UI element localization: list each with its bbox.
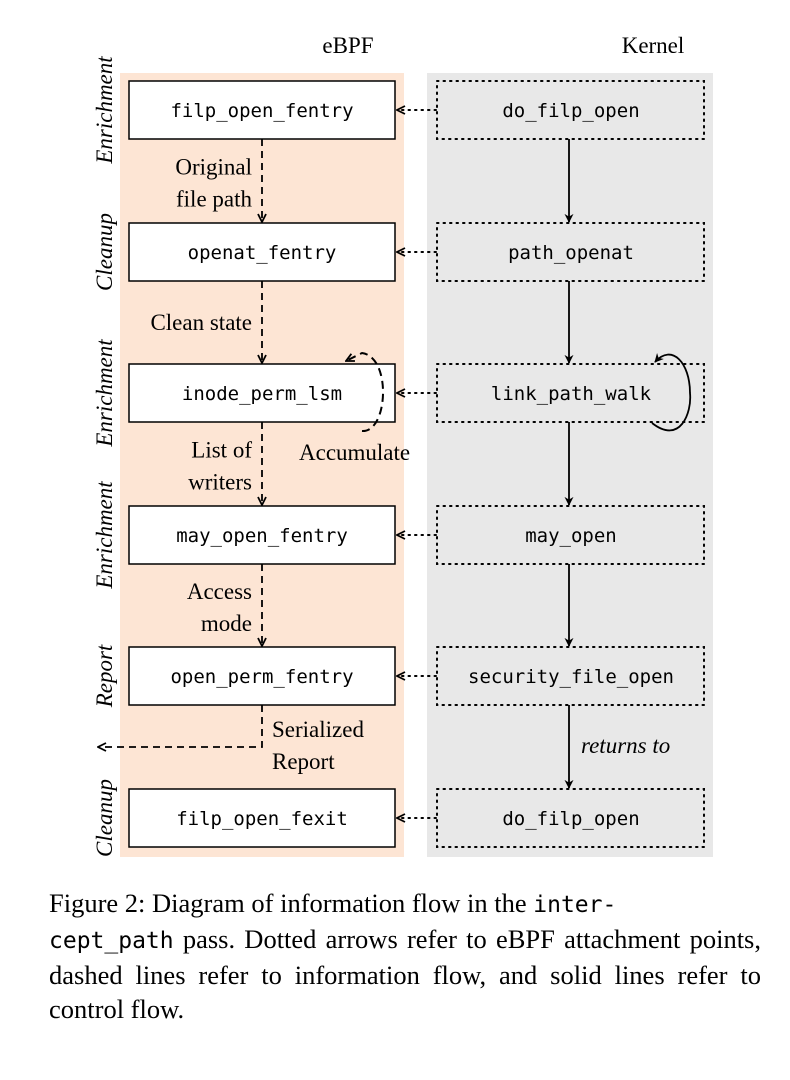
- ebpf-box-border: [128, 363, 396, 423]
- ebpf-program-name: openat_fentry: [188, 242, 337, 264]
- kernel-function-box: do_filp_open: [436, 788, 705, 848]
- phase-label: Enrichment: [92, 481, 117, 590]
- caption-suffix: pass. Dotted arrows refer to eBPF attach…: [49, 924, 761, 1024]
- ebpf-program-box: openat_fentry: [128, 222, 396, 282]
- ebpf-box-border: [128, 788, 396, 848]
- caption-code-part2: cept_path: [49, 928, 174, 954]
- phase-label: Enrichment: [92, 56, 117, 165]
- phase-label: Cleanup: [92, 213, 117, 291]
- kernel-column-background: [427, 73, 713, 857]
- ebpf-program-name: filp_open_fexit: [176, 808, 348, 830]
- kernel-function-name: may_open: [525, 525, 617, 547]
- returns-to-label: returns to: [581, 733, 670, 758]
- phase-label: Report: [92, 644, 117, 708]
- information-flow-label: Access: [187, 579, 252, 604]
- report-flow-label: Serialized: [272, 717, 364, 742]
- kernel-function-name: do_filp_open: [502, 100, 639, 122]
- ebpf-program-name: inode_perm_lsm: [182, 383, 342, 405]
- information-flow-label: mode: [201, 611, 252, 636]
- kernel-function-box: link_path_walk: [436, 363, 705, 423]
- ebpf-program-box: may_open_fentry: [128, 505, 396, 565]
- ebpf-program-name: open_perm_fentry: [170, 666, 353, 688]
- information-flow-label: writers: [188, 470, 252, 495]
- figure-caption: Figure 2: Diagram of information flow in…: [49, 886, 761, 1026]
- kernel-function-name: security_file_open: [468, 666, 674, 688]
- kernel-function-box: may_open: [436, 505, 705, 565]
- ebpf-program-box: filp_open_fentry: [128, 80, 396, 140]
- kernel-function-name: link_path_walk: [491, 383, 652, 405]
- kernel-function-name: do_filp_open: [502, 808, 639, 830]
- kernel-function-box: security_file_open: [436, 646, 705, 706]
- phase-label: Cleanup: [92, 779, 117, 857]
- accumulate-label: Accumulate: [299, 440, 410, 465]
- kernel-function-box: path_openat: [436, 222, 705, 282]
- caption-code-part1: inter-: [533, 892, 617, 918]
- information-flow-label: List of: [191, 438, 252, 463]
- loop-control-arrow: [651, 352, 692, 432]
- ebpf-program-box: inode_perm_lsm: [128, 363, 396, 423]
- ebpf-column-title: eBPF: [322, 33, 373, 58]
- ebpf-program-box: open_perm_fentry: [128, 646, 396, 706]
- accumulate-loop-arrow: [346, 351, 384, 433]
- ebpf-program-name: filp_open_fentry: [170, 100, 353, 122]
- ebpf-box-border: [128, 222, 396, 282]
- kernel-function-name: path_openat: [508, 242, 634, 264]
- ebpf-program-name: may_open_fentry: [176, 525, 348, 547]
- kernel-column-title: Kernel: [622, 33, 685, 58]
- phase-label: Enrichment: [92, 339, 117, 448]
- information-flow-label: Clean state: [150, 310, 252, 335]
- ebpf-box-border: [128, 505, 396, 565]
- ebpf-box-border: [128, 646, 396, 706]
- information-flow-label: file path: [176, 187, 252, 212]
- ebpf-program-box: filp_open_fexit: [128, 788, 396, 848]
- kernel-function-box: do_filp_open: [436, 80, 705, 140]
- report-output-arrow: [98, 705, 263, 747]
- report-flow-label: Report: [272, 749, 335, 774]
- caption-prefix: Figure 2: Diagram of information flow in…: [49, 888, 534, 918]
- information-flow-label: Original: [175, 155, 252, 180]
